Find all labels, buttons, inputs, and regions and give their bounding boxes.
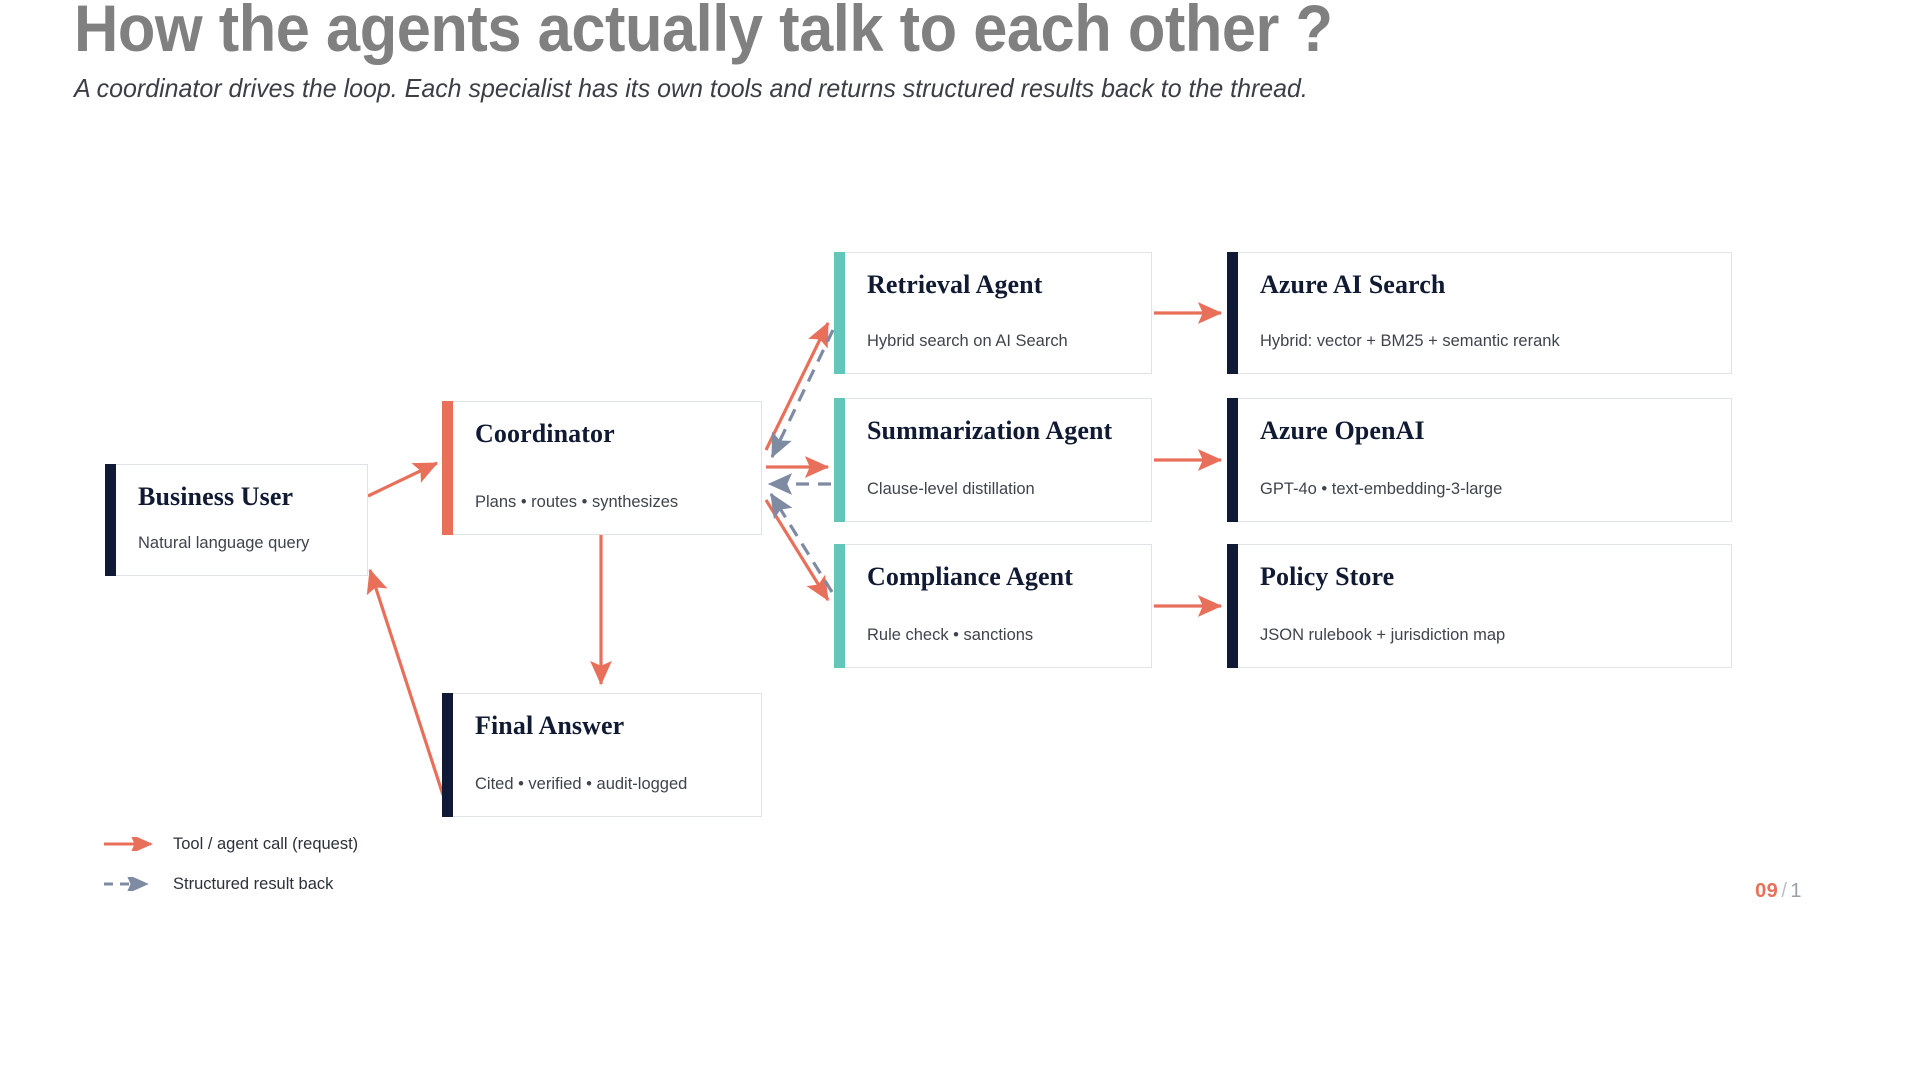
node-azure-ai-search[interactable]: Azure AI Search Hybrid: vector + BM25 + … (1227, 252, 1732, 374)
edge-final-answer-to-business-user (366, 568, 445, 796)
node-accent-bar (834, 398, 845, 522)
page-indicator: 09/1 (1755, 880, 1802, 903)
node-accent-bar (834, 544, 845, 668)
page-title: How the agents actually talk to each oth… (74, 0, 1333, 65)
solid-arrow-icon (103, 833, 161, 855)
node-title: Retrieval Agent (867, 270, 1043, 299)
node-subtitle: Hybrid search on AI Search (867, 331, 1068, 350)
node-subtitle: Natural language query (138, 533, 310, 552)
node-title: Summarization Agent (867, 416, 1113, 445)
node-accent-bar (1227, 544, 1238, 668)
node-accent-bar (1227, 252, 1238, 374)
edge-compliance-to-coordinator (769, 492, 834, 593)
node-body: Business User Natural language query (116, 465, 367, 575)
node-summarization-agent[interactable]: Summarization Agent Clause-level distill… (834, 398, 1152, 522)
edge-coordinator-to-compliance (764, 499, 830, 602)
legend-label: Tool / agent call (request) (173, 834, 359, 853)
node-subtitle: Rule check • sanctions (867, 625, 1034, 644)
node-title: Business User (138, 482, 294, 511)
node-title: Coordinator (475, 419, 615, 448)
node-body: Azure OpenAI GPT-4o • text-embedding-3-l… (1238, 399, 1731, 521)
node-accent-bar (1227, 398, 1238, 522)
node-business-user[interactable]: Business User Natural language query (105, 464, 368, 576)
page-total: 1 (1790, 880, 1802, 902)
node-accent-bar (834, 252, 845, 374)
node-body: Azure AI Search Hybrid: vector + BM25 + … (1238, 253, 1731, 373)
node-policy-store[interactable]: Policy Store JSON rulebook + jurisdictio… (1227, 544, 1732, 668)
node-coordinator[interactable]: Coordinator Plans • routes • synthesizes (442, 401, 762, 535)
node-retrieval-agent[interactable]: Retrieval Agent Hybrid search on AI Sear… (834, 252, 1152, 374)
node-body: Coordinator Plans • routes • synthesizes (453, 402, 761, 534)
legend-item-request: Tool / agent call (request) (103, 824, 563, 864)
dashed-arrow-icon (103, 873, 161, 895)
edge-business-user-to-coordinator (367, 461, 439, 498)
node-final-answer[interactable]: Final Answer Cited • verified • audit-lo… (442, 693, 762, 817)
node-subtitle: Clause-level distillation (867, 479, 1035, 498)
node-body: Final Answer Cited • verified • audit-lo… (453, 694, 761, 816)
node-subtitle: JSON rulebook + jurisdiction map (1260, 625, 1506, 644)
node-compliance-agent[interactable]: Compliance Agent Rule check • sanctions (834, 544, 1152, 668)
legend: Tool / agent call (request) Structured r… (103, 824, 563, 904)
node-title: Azure OpenAI (1260, 416, 1425, 445)
page-current: 09 (1755, 880, 1779, 902)
node-accent-bar (442, 693, 453, 817)
node-accent-bar (105, 464, 116, 576)
node-body: Compliance Agent Rule check • sanctions (845, 545, 1151, 667)
node-title: Policy Store (1260, 562, 1395, 591)
legend-item-result: Structured result back (103, 864, 563, 904)
slide-header: How the agents actually talk to each oth… (74, 0, 1574, 104)
node-azure-openai[interactable]: Azure OpenAI GPT-4o • text-embedding-3-l… (1227, 398, 1732, 522)
page-subtitle: A coordinator drives the loop. Each spec… (74, 73, 1308, 104)
legend-label: Structured result back (173, 874, 334, 893)
node-title: Compliance Agent (867, 562, 1073, 591)
node-subtitle: GPT-4o • text-embedding-3-large (1260, 479, 1503, 498)
node-body: Retrieval Agent Hybrid search on AI Sear… (845, 253, 1151, 373)
node-title: Final Answer (475, 711, 625, 740)
node-body: Policy Store JSON rulebook + jurisdictio… (1238, 545, 1731, 667)
node-subtitle: Hybrid: vector + BM25 + semantic rerank (1260, 331, 1560, 350)
node-body: Summarization Agent Clause-level distill… (845, 399, 1151, 521)
edge-coordinator-to-retrieval (764, 321, 830, 451)
node-accent-bar (442, 401, 453, 535)
node-subtitle: Plans • routes • synthesizes (475, 492, 679, 511)
page-separator: / (1781, 880, 1788, 902)
edge-retrieval-to-coordinator (770, 329, 835, 459)
node-title: Azure AI Search (1260, 270, 1446, 299)
node-subtitle: Cited • verified • audit-logged (475, 774, 688, 793)
